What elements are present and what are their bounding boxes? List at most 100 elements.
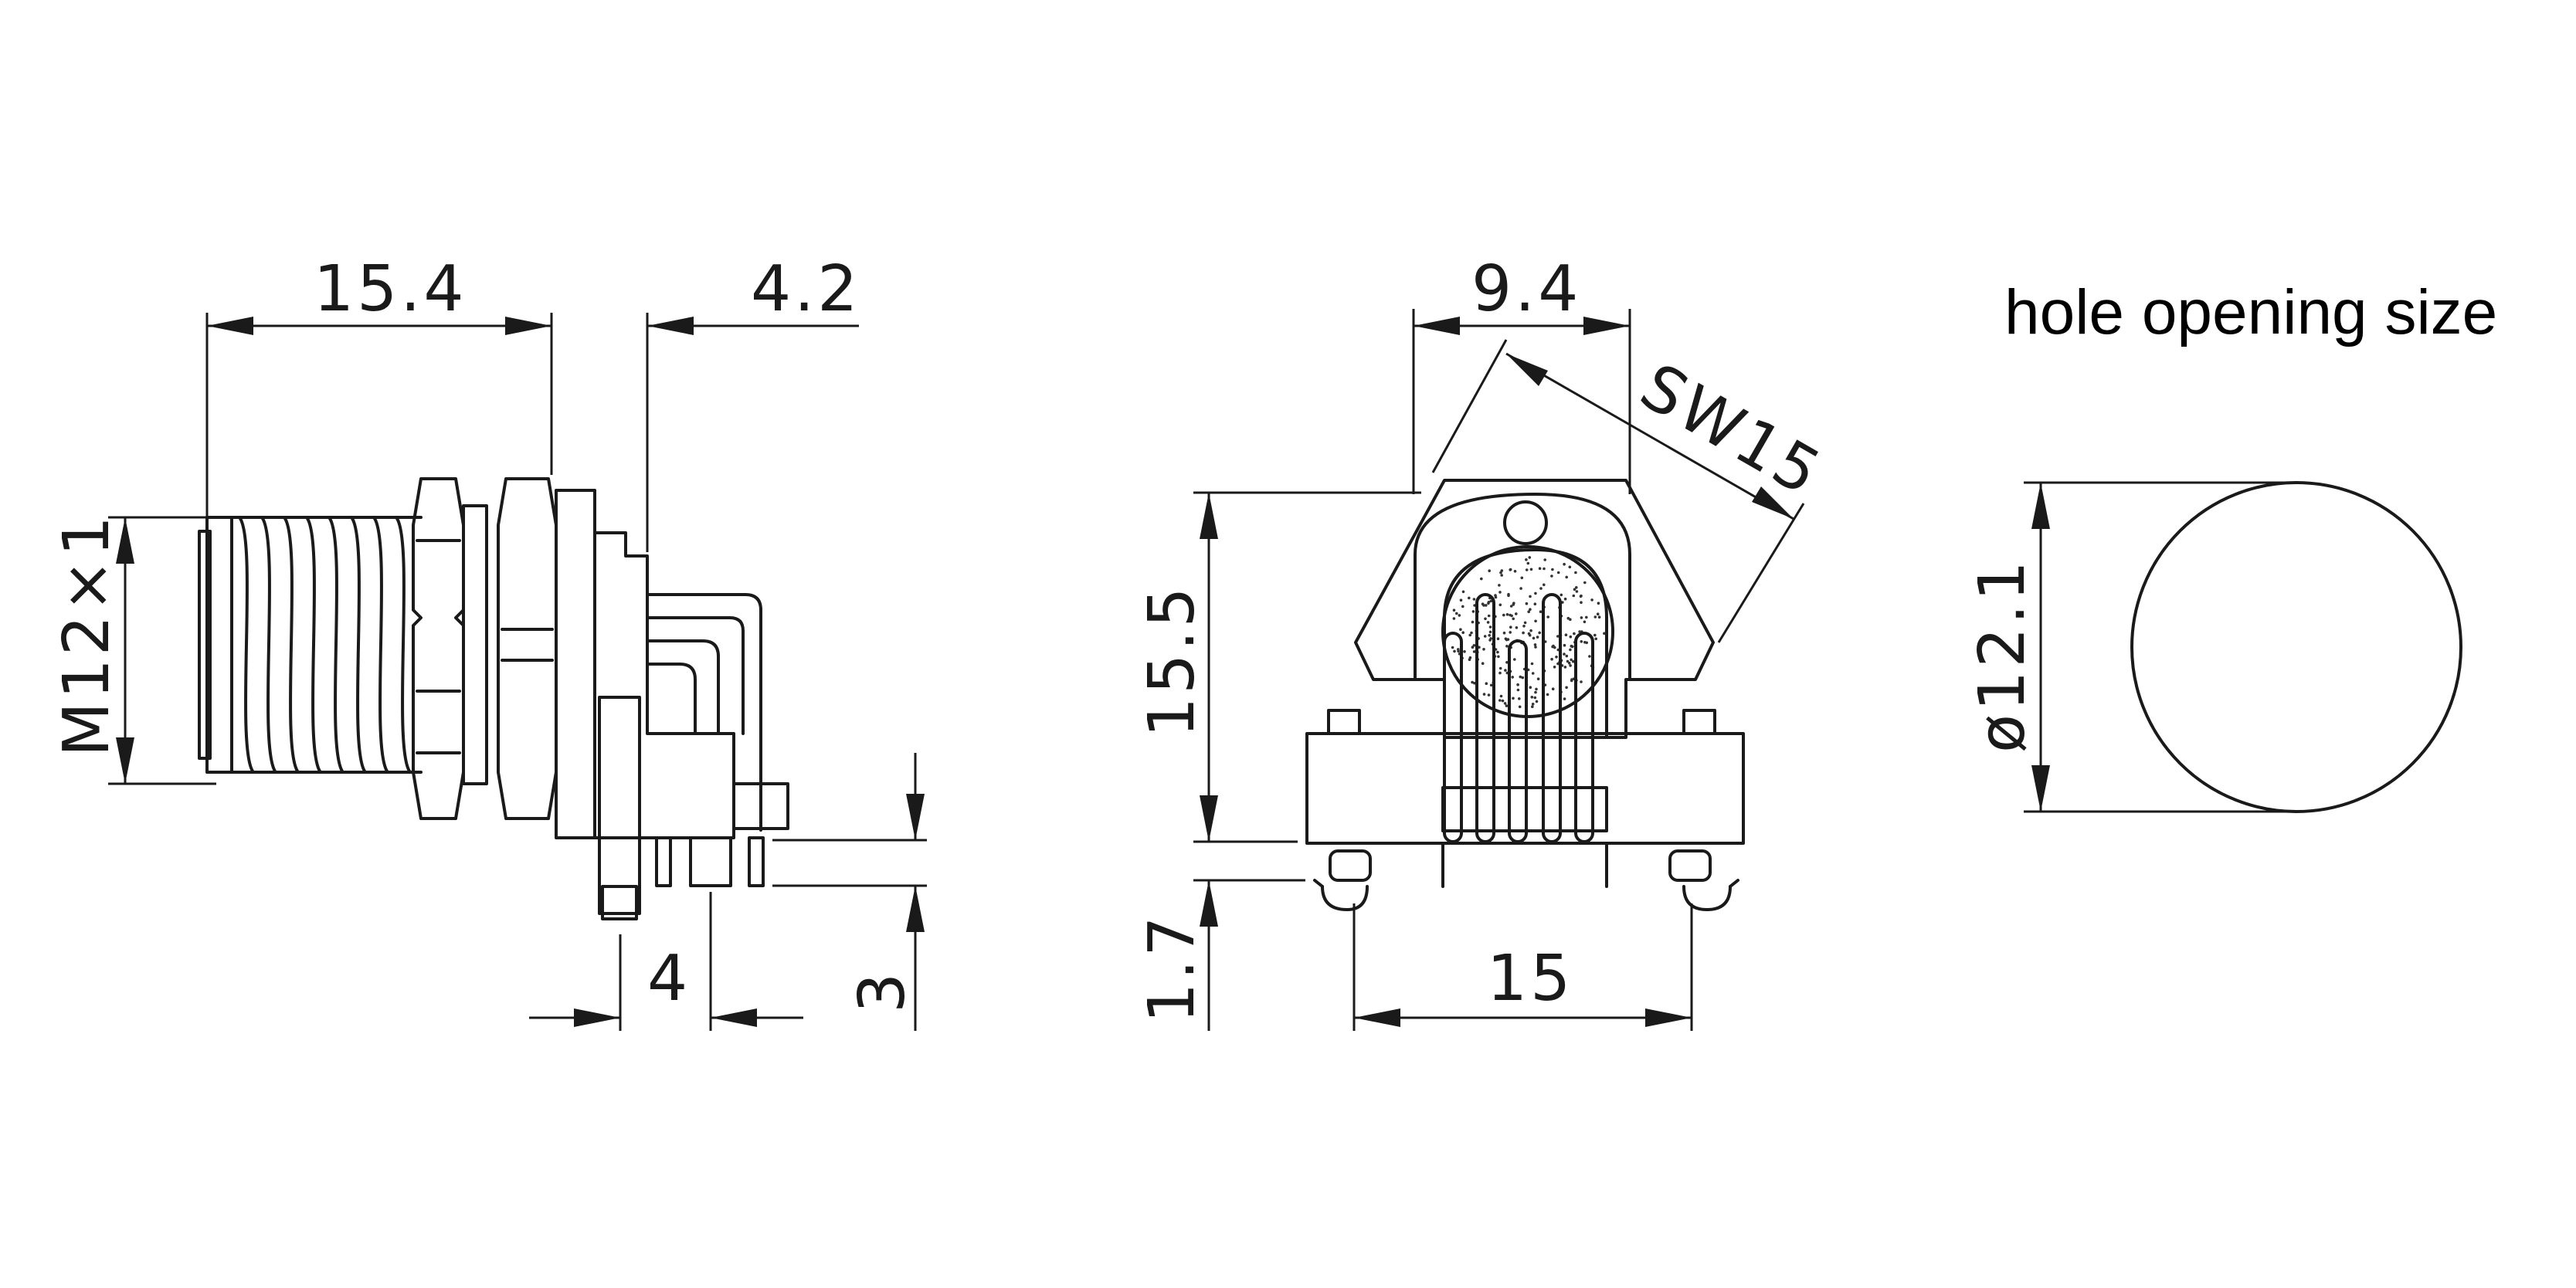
speckle-dot [1452,617,1456,620]
speckle-dot [1596,612,1600,615]
speckle-dot [1580,616,1583,619]
speckle-dot [1498,671,1502,675]
speckle-dot [1594,637,1597,641]
speckle-dot [1502,631,1506,635]
dim-height: 15.5 [1135,491,1421,843]
speckle-dot [1532,636,1536,640]
speckle-dot [1498,699,1502,702]
speckle-dot [1505,645,1509,648]
speckle-dot [1461,605,1464,608]
speckle-dot [1580,601,1583,604]
speckle-dot [1531,705,1534,708]
speckle-dot [1543,583,1546,587]
speckle-dot [1572,594,1576,598]
speckle-dot [1580,680,1583,683]
speckle-dot [1568,565,1572,569]
speckle-dot [1563,643,1566,647]
speckle-dot [1494,594,1497,597]
speckle-dot [1512,602,1515,605]
speckle-dot [1457,648,1460,651]
speckle-dot [1452,608,1456,612]
speckle-dot [1572,659,1575,663]
speckle-dot [1496,650,1499,654]
speckle-dot [1509,613,1512,617]
dim-pin-pitch: 4 [529,892,803,1031]
dim-standoff-label: 1.7 [1135,913,1209,1023]
speckle-dot [1538,567,1542,570]
speckle-dot [1566,616,1570,620]
contact-insert [1441,545,1614,843]
speckle-dot [1516,688,1520,692]
speckle-dot [1488,639,1492,642]
speckle-dot [1525,568,1529,571]
speckle-dot [1585,615,1588,619]
speckle-dot [1521,676,1525,680]
speckle-dot [1509,625,1512,629]
dim-width-label: 9.4 [1471,253,1581,326]
speckle-dot [1471,610,1475,613]
speckle-dot [1525,602,1529,605]
dim-width: 9.4 [1412,253,1631,494]
speckle-dot [1529,568,1533,571]
speckle-dot [1499,694,1503,698]
speckle-dot [1463,650,1466,653]
speckle-dot [1503,702,1507,705]
speckle-dot [1471,646,1475,649]
speckle-dot [1482,693,1486,696]
speckle-dot [1459,628,1462,631]
speckle-dot [1504,669,1507,672]
speckle-dot [1533,602,1537,605]
speckle-dot [1507,592,1510,596]
speckle-dot [1505,638,1509,642]
dim-pin-pitch-label: 4 [647,942,691,1015]
speckle-dot [1489,683,1493,687]
speckle-dot [1570,678,1573,681]
speckle-dot [1468,658,1471,661]
speckle-dot [1575,586,1578,589]
speckle-dot [1501,699,1505,703]
insert-speckle [1451,556,1606,709]
speckle-dot [1468,633,1471,637]
hole-view: ø12.1 [1966,481,2462,813]
speckle-dot [1498,591,1502,594]
speckle-dot [1603,632,1606,636]
speckle-dot [1578,630,1581,633]
speckle-dot [1529,629,1532,632]
speckle-dot [1481,662,1485,665]
speckle-dot [1533,696,1537,700]
speckle-dot [1563,597,1567,601]
speckle-dot [1590,598,1593,602]
speckle-dot [1522,631,1525,635]
speckle-dot [1455,612,1458,615]
speckle-dot [1505,661,1509,664]
speckle-dot [1565,686,1568,690]
speckle-dot [1553,666,1556,669]
speckle-dot [1583,641,1587,644]
speckle-dot [1529,686,1532,689]
speckle-dot [1529,595,1532,598]
speckle-dot [1486,621,1490,624]
front-view: 9.4 SW15 15.5 1.7 [1135,253,1834,1031]
speckle-dot [1519,675,1522,679]
speckle-dot [1543,558,1546,561]
speckle-dot [1509,631,1512,634]
speckle-dot [1565,575,1568,579]
speckle-dot [1535,687,1538,691]
speckle-dot [1512,697,1515,700]
speckle-dot [1488,625,1492,629]
speckle-dot [1569,648,1572,652]
dim-diameter-label: ø12.1 [1966,558,2039,753]
speckle-dot [1509,605,1513,608]
speckle-dot [1487,693,1491,697]
speckle-dot [1563,562,1566,566]
speckle-dot [1597,602,1600,605]
speckle-dot [1575,590,1579,593]
speckle-dot [1515,626,1519,629]
speckle-dot [1534,690,1537,694]
hole-circle [2130,481,2462,813]
speckle-dot [1569,664,1572,667]
speckle-dot [1551,687,1555,690]
dim-mount-pitch-label: 15 [1487,942,1573,1015]
speckle-dot [1458,614,1461,617]
mount-base [1305,709,1745,911]
